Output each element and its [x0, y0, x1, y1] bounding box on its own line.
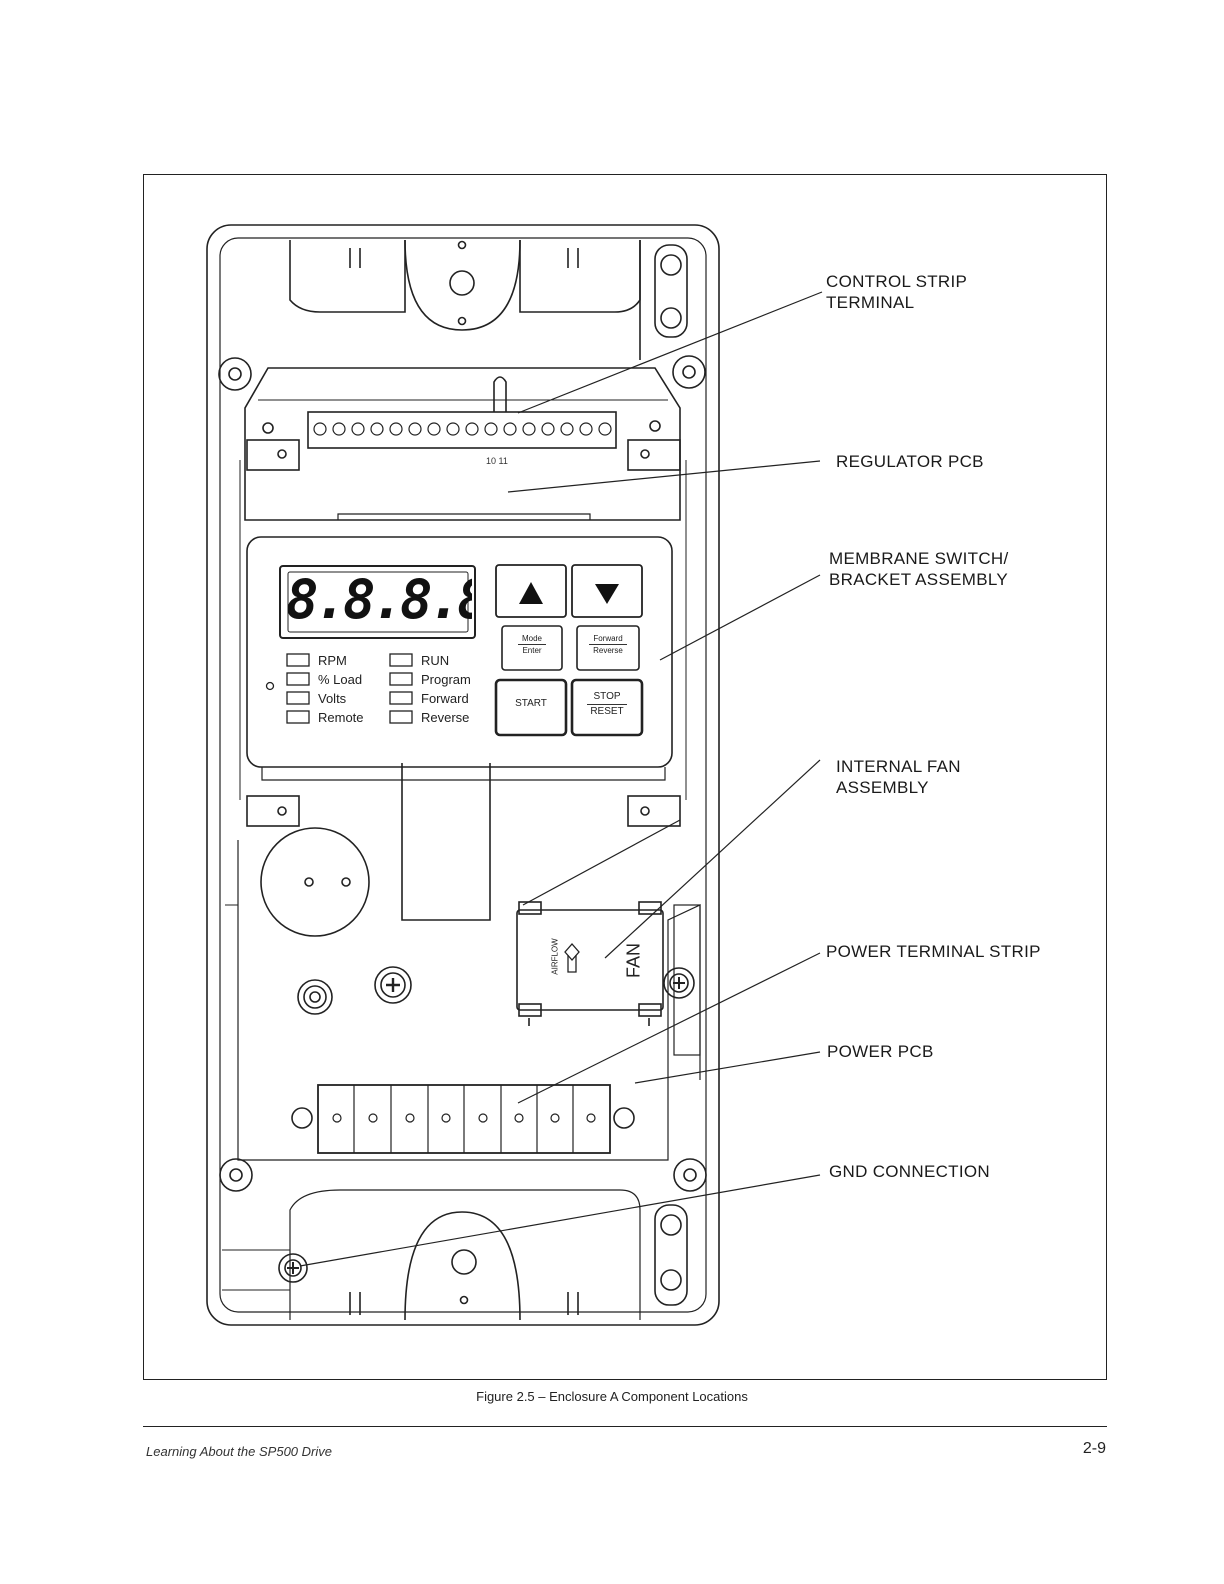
enclosure-outline	[206, 224, 720, 1326]
membrane-keypad	[246, 536, 673, 768]
terminal-number-label: 10 11	[486, 456, 508, 466]
callout-line: REGULATOR PCB	[836, 452, 984, 471]
forward-reverse-key: Forward Reverse	[577, 633, 639, 656]
figure-frame	[143, 174, 1107, 1380]
stop-reset-key: STOP RESET	[572, 690, 642, 719]
control-strip-terminal	[307, 411, 617, 449]
callout-line: TERMINAL	[826, 293, 915, 312]
mode-key-label: Mode	[521, 634, 542, 643]
callout-membrane-switch: MEMBRANE SWITCH/ BRACKET ASSEMBLY	[829, 548, 1009, 590]
footer-title: Learning About the SP500 Drive	[146, 1444, 332, 1459]
led-label-forward: Forward	[421, 691, 469, 706]
fan-airflow-label: AIRFLOW	[550, 938, 560, 975]
up-arrow-icon	[519, 582, 543, 604]
reset-key-label: RESET	[587, 704, 627, 719]
led-label-reverse: Reverse	[421, 710, 470, 725]
led-label-remote: Remote	[318, 710, 364, 725]
led-labels-right: RUN Program Forward Reverse	[421, 651, 471, 727]
callout-internal-fan: INTERNAL FAN ASSEMBLY	[836, 756, 961, 798]
gnd-screw	[278, 1253, 308, 1283]
leader-lines	[299, 291, 823, 1267]
callout-line: POWER PCB	[827, 1042, 934, 1061]
stop-key-label: STOP	[593, 691, 621, 702]
led-labels-left: RPM % Load Volts Remote	[318, 651, 364, 727]
led-label-program: Program	[421, 672, 471, 687]
led-label-rpm: RPM	[318, 653, 347, 668]
down-arrow-icon	[595, 584, 619, 604]
start-key: START	[515, 698, 547, 709]
figure-caption: Figure 2.5 – Enclosure A Component Locat…	[476, 1389, 748, 1404]
callout-line: ASSEMBLY	[836, 778, 929, 797]
mounting-holes	[218, 355, 707, 1192]
callout-line: INTERNAL FAN	[836, 757, 961, 776]
callout-line: GND CONNECTION	[829, 1162, 990, 1181]
led-label-volts: Volts	[318, 691, 347, 706]
callout-control-strip-terminal: CONTROL STRIP TERMINAL	[826, 271, 967, 313]
forward-key-label: Forward	[593, 634, 623, 643]
mode-enter-key: Mode Enter	[502, 633, 562, 656]
callout-power-pcb: POWER PCB	[827, 1041, 934, 1062]
footer-rule	[143, 1426, 1107, 1427]
callout-gnd-connection: GND CONNECTION	[829, 1161, 990, 1182]
display-readout: 8.8.8.8.	[286, 568, 472, 631]
callout-line: MEMBRANE SWITCH/	[829, 549, 1009, 568]
internal-fan	[516, 909, 664, 1011]
callout-line: POWER TERMINAL STRIP	[826, 942, 1041, 961]
fan-label: FAN	[623, 943, 644, 979]
led-label-load: % Load	[318, 672, 363, 687]
led-label-run: RUN	[421, 653, 450, 668]
reverse-key-label: Reverse	[589, 644, 627, 656]
page-number: 2-9	[1082, 1440, 1106, 1457]
callout-line: CONTROL STRIP	[826, 272, 968, 291]
callout-regulator-pcb: REGULATOR PCB	[836, 451, 984, 472]
callout-line: BRACKET ASSEMBLY	[829, 570, 1008, 589]
enter-key-label: Enter	[518, 644, 546, 656]
led-display	[279, 565, 476, 639]
callout-power-terminal-strip: POWER TERMINAL STRIP	[826, 941, 1041, 962]
